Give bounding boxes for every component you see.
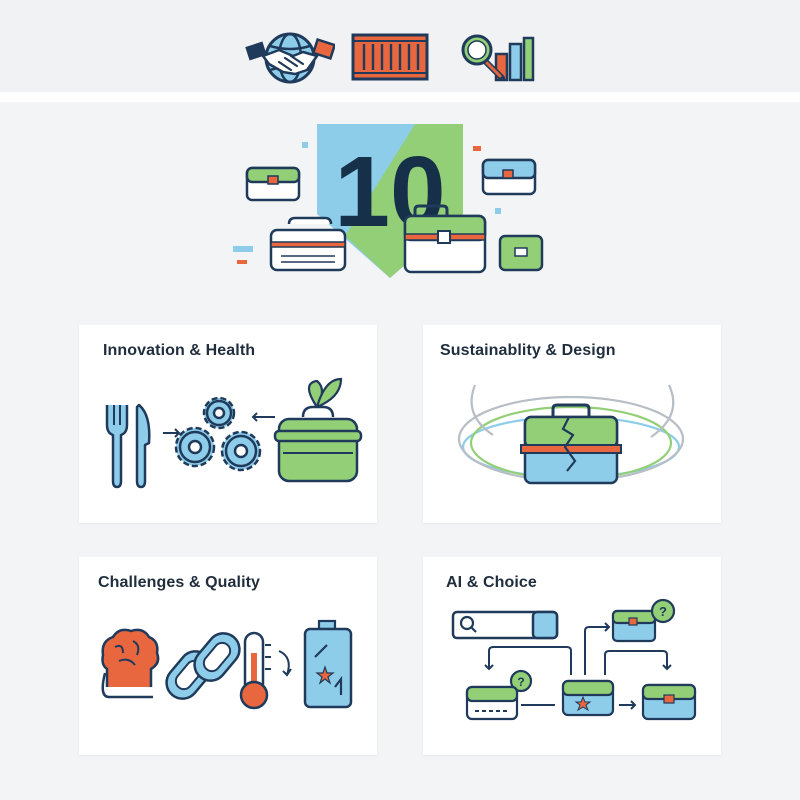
search-bar-icon bbox=[451, 610, 559, 640]
card-title: AI & Choice bbox=[446, 574, 537, 591]
lunchbox-large-icon bbox=[403, 204, 487, 274]
card-title: Sustainablity & Design bbox=[440, 342, 616, 359]
gears-icon bbox=[174, 396, 262, 472]
card-sustainability-design: Sustainablity & Design bbox=[423, 325, 721, 523]
lunchbox-right-icon bbox=[641, 683, 697, 721]
top-icon-row bbox=[0, 28, 800, 88]
divider bbox=[0, 92, 800, 102]
thermometer-icon bbox=[239, 631, 271, 710]
lunchbox-small-right-icon bbox=[481, 158, 537, 196]
global-trade-handshake-icon bbox=[245, 32, 335, 84]
battery-icon bbox=[303, 619, 353, 709]
svg-text:?: ? bbox=[517, 675, 524, 689]
hero-graphic: 10 bbox=[233, 124, 544, 278]
card-illustration: ? ? bbox=[451, 598, 697, 721]
card-title: Innovation & Health bbox=[103, 342, 256, 359]
fork-knife-icon bbox=[105, 403, 151, 489]
lunchbox-left-icon bbox=[465, 685, 519, 721]
cracked-lunchbox-icon bbox=[520, 403, 622, 485]
sprouting-lunchbox-icon bbox=[273, 377, 363, 483]
lunchbox-top-icon bbox=[611, 609, 657, 643]
lunchbox-tiny-icon bbox=[498, 234, 544, 272]
question-bubble-icon: ? ? bbox=[509, 598, 676, 693]
card-ai-choice: AI & Choice ? ? bbox=[423, 557, 721, 755]
lunchbox-small-left-icon bbox=[245, 166, 301, 202]
card-illustration bbox=[105, 377, 363, 489]
brain-head-icon bbox=[101, 628, 160, 699]
chain-link-icon bbox=[165, 632, 241, 700]
shipping-container-icon bbox=[351, 33, 429, 81]
lunchbox-flow-icon bbox=[484, 622, 672, 710]
market-research-icon bbox=[461, 34, 535, 82]
lunchbox-bottom-left-icon bbox=[269, 216, 347, 272]
card-title: Challenges & Quality bbox=[98, 574, 261, 591]
card-innovation-health: Innovation & Health bbox=[79, 325, 377, 523]
hero-illustration: 10 bbox=[225, 118, 585, 288]
lunchbox-center-icon bbox=[561, 679, 615, 717]
svg-text:?: ? bbox=[659, 604, 667, 619]
card-illustration bbox=[101, 619, 353, 710]
card-illustration bbox=[457, 384, 685, 485]
card-challenges-quality: Challenges & Quality bbox=[79, 557, 377, 755]
